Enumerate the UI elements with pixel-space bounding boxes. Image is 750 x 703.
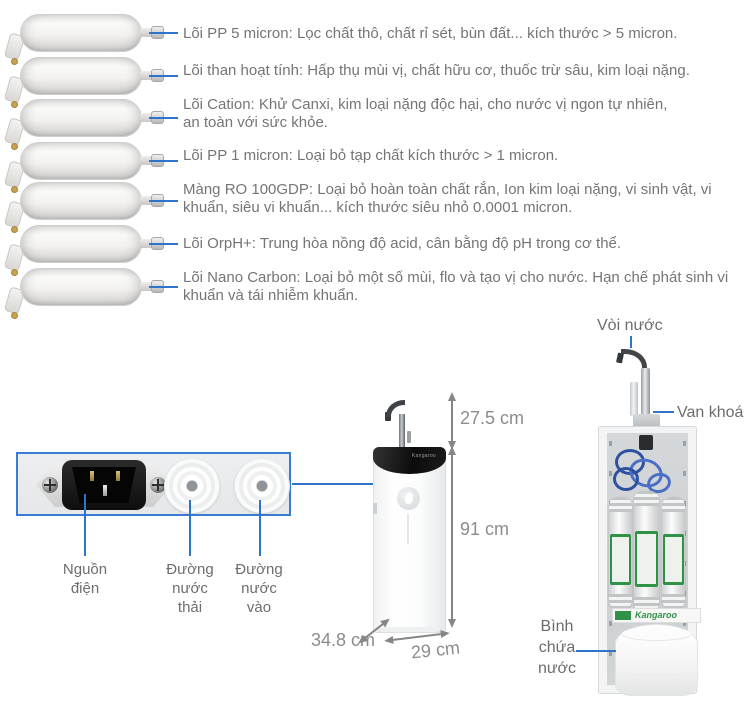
width-label: 29 cm	[410, 637, 461, 663]
cartridge-body	[20, 182, 142, 220]
leader-line-inlet	[259, 500, 261, 556]
cartridge-body	[20, 57, 142, 95]
cartridge-outlet-stub	[140, 239, 153, 248]
cartridge-elbow-tip	[11, 312, 18, 319]
filter-label: Lõi PP 5 micron: Lọc chất thô, chất rỉ s…	[183, 25, 678, 42]
power-socket	[62, 460, 146, 510]
leader-line	[149, 160, 178, 162]
internal-view-cabinet: Kangaroo	[598, 426, 701, 696]
filter-label: Lõi Cation: Khử Canxi, kim loại nặng độc…	[183, 96, 668, 131]
filter-label: Lõi OrpH+: Trung hòa nồng độ acid, cân b…	[183, 235, 622, 252]
socket-pin	[116, 471, 120, 481]
internal-filter	[662, 497, 685, 609]
leader-line-waste	[189, 500, 191, 556]
cartridge-elbow-tip	[11, 143, 18, 150]
cartridge-outlet-stub	[140, 156, 153, 165]
cartridge-elbow-tip	[11, 186, 18, 193]
inlet-water-label: Đường nước vào	[235, 561, 283, 616]
cartridge-outlet-stub	[140, 71, 153, 80]
leader-line-panel-to-unit	[292, 483, 373, 485]
brand-text: Kangaroo	[635, 610, 678, 620]
cartridge-outlet-stub	[140, 28, 153, 37]
cartridge-body	[20, 142, 142, 180]
leader-line-tank	[576, 650, 616, 652]
body-height-arrow	[448, 446, 456, 628]
tank-label: Bình chứa nước	[537, 618, 577, 677]
purifier-faucet-tube	[399, 414, 405, 449]
filter-label: Lõi Nano Carbon: Loại bỏ một số mùi, flo…	[183, 269, 729, 304]
leader-line	[149, 286, 178, 288]
power-label: Nguồn điện	[62, 561, 108, 597]
brand-logo-icon	[615, 611, 631, 620]
valve-label: Van khoá	[677, 404, 744, 421]
cabinet-interior: Kangaroo	[607, 433, 701, 696]
brand-droplet-logo-icon	[397, 487, 420, 510]
filter-label: Lõi than hoạt tính: Hấp thụ mùi vị, chất…	[183, 62, 690, 79]
cabinet-top-fitting	[639, 435, 653, 450]
cartridge-elbow-tip	[11, 226, 18, 233]
cartridge-body	[20, 268, 142, 306]
leader-line	[149, 75, 178, 77]
internal-faucet-tube	[641, 368, 650, 418]
leader-line-valve	[653, 411, 674, 413]
brand-text-top: Kangaroo	[411, 453, 436, 459]
logo-text-strip	[407, 514, 409, 544]
leader-line	[149, 117, 178, 119]
internal-faucet-base	[633, 414, 660, 427]
storage-tank	[615, 624, 698, 696]
internal-faucet-spout	[621, 349, 647, 369]
leader-line	[149, 32, 178, 34]
internal-filter	[634, 491, 659, 612]
filter-green-label	[635, 530, 658, 587]
filter-label: Lõi PP 1 micron: Loại bỏ tạp chất kích t…	[183, 147, 559, 164]
socket-pin	[103, 485, 107, 496]
cartridge-elbow-tip	[11, 269, 18, 276]
shutoff-valve	[630, 382, 638, 416]
purifier-faucet-knob	[407, 431, 411, 443]
purifier-front-view	[373, 447, 446, 633]
cartridge-elbow-tip	[11, 58, 18, 65]
filter-green-label	[663, 533, 684, 586]
spout-height-label: 27.5 cm	[460, 408, 525, 428]
socket-pin	[90, 471, 94, 481]
tap-label: Vòi nước	[597, 317, 663, 334]
rear-panel-photo	[16, 452, 291, 516]
filter-green-label	[610, 533, 631, 586]
filter-label: Màng RO 100GDP: Loại bỏ hoàn toàn chất r…	[183, 181, 712, 216]
cartridge-body	[20, 99, 142, 137]
water-fitting-waste	[164, 459, 220, 513]
waste-water-label: Đường nước thải	[166, 561, 214, 616]
cartridge-outlet-stub	[140, 196, 153, 205]
water-fitting-inlet	[234, 459, 290, 513]
cartridge-body	[20, 225, 142, 263]
leader-line-power	[84, 494, 86, 556]
socket-screw-left-icon	[42, 477, 58, 493]
leader-line-tap	[630, 336, 632, 348]
spout-height-arrow	[448, 392, 456, 450]
power-socket-cavity	[72, 467, 136, 503]
leader-line	[149, 200, 178, 202]
cartridge-outlet-stub	[140, 113, 153, 122]
purifier-faucet-spout	[386, 400, 405, 417]
depth-label: 34.8 cm	[311, 630, 376, 650]
cartridge-elbow-tip	[11, 101, 18, 108]
cartridge-outlet-stub	[140, 282, 153, 291]
cartridge-body	[20, 14, 142, 52]
socket-screw-right-icon	[150, 477, 166, 493]
side-port	[373, 503, 377, 514]
internal-filter	[609, 497, 632, 609]
purifier-top-panel: Kangaroo	[373, 447, 446, 474]
body-height-label: 91 cm	[460, 519, 510, 539]
brand-strip: Kangaroo	[612, 608, 701, 623]
leader-line	[149, 243, 178, 245]
tubing-coil	[613, 467, 639, 491]
purifier-base	[377, 627, 442, 633]
